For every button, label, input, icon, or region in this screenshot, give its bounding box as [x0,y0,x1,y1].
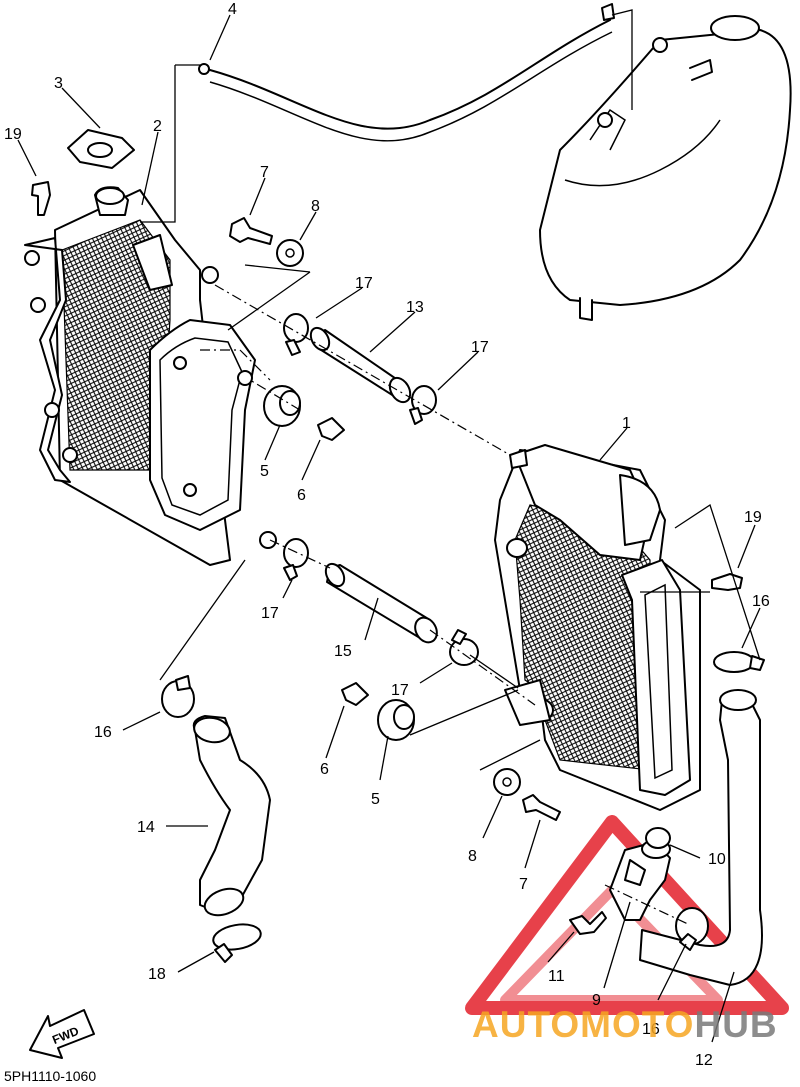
callout-10: 10 [708,851,726,868]
callout-15: 15 [334,643,352,660]
callout-7: 7 [519,876,528,893]
callout-13: 13 [406,299,424,316]
center-lines [214,284,691,926]
hose-12 [639,689,763,986]
callout-6: 6 [320,761,329,778]
callout-7: 7 [260,164,269,181]
callout-19: 19 [744,509,762,526]
callout-5: 5 [260,463,269,480]
watermark-logo: AUTOMOTOHUB [472,1004,778,1046]
callout-17: 17 [355,275,373,292]
callout-11: 11 [548,968,565,985]
callout-9: 9 [592,992,601,1009]
drawing-code: 5PH1110-1060 [4,1068,97,1084]
bolts [31,3,743,935]
callout-5: 5 [371,791,380,808]
callout-16: 16 [94,724,112,741]
callout-19: 19 [4,126,22,143]
coolant-reservoir-tank [539,15,792,321]
callout-6: 6 [297,487,306,504]
callout-8: 8 [468,848,477,865]
left-radiator [24,186,277,566]
hose-14 [192,715,271,917]
callout-12: 12 [695,1052,713,1069]
callout-8: 8 [311,198,320,215]
grommets-and-collars [263,239,671,849]
water-pump-outlet [609,839,671,921]
watermark-text-hub: HUB [694,1004,778,1045]
callout-labels: 4 3 2 19 7 8 17 13 17 1 5 6 19 16 17 15 … [4,1,770,1069]
callout-16: 16 [752,593,770,610]
leader-lines [17,9,761,1043]
radiator-cap [67,129,135,169]
callout-17: 17 [391,682,409,699]
callout-2: 2 [153,118,162,135]
hose-13 [309,326,412,404]
hose-15 [324,562,438,644]
callout-1: 1 [622,415,631,432]
callout-17: 17 [471,339,489,356]
callout-14: 14 [137,819,155,836]
callout-4: 4 [228,1,237,18]
callout-18: 18 [148,966,166,983]
hose-clamps [161,313,765,963]
callout-3: 3 [54,75,63,92]
right-radiator [494,444,701,811]
callout-16: 16 [642,1021,660,1038]
watermark-text-automoto: AUTOMOTO [472,1004,695,1045]
callout-17: 17 [261,605,279,622]
fwd-arrow: FWD [29,1009,95,1059]
breather-hose [209,19,613,142]
